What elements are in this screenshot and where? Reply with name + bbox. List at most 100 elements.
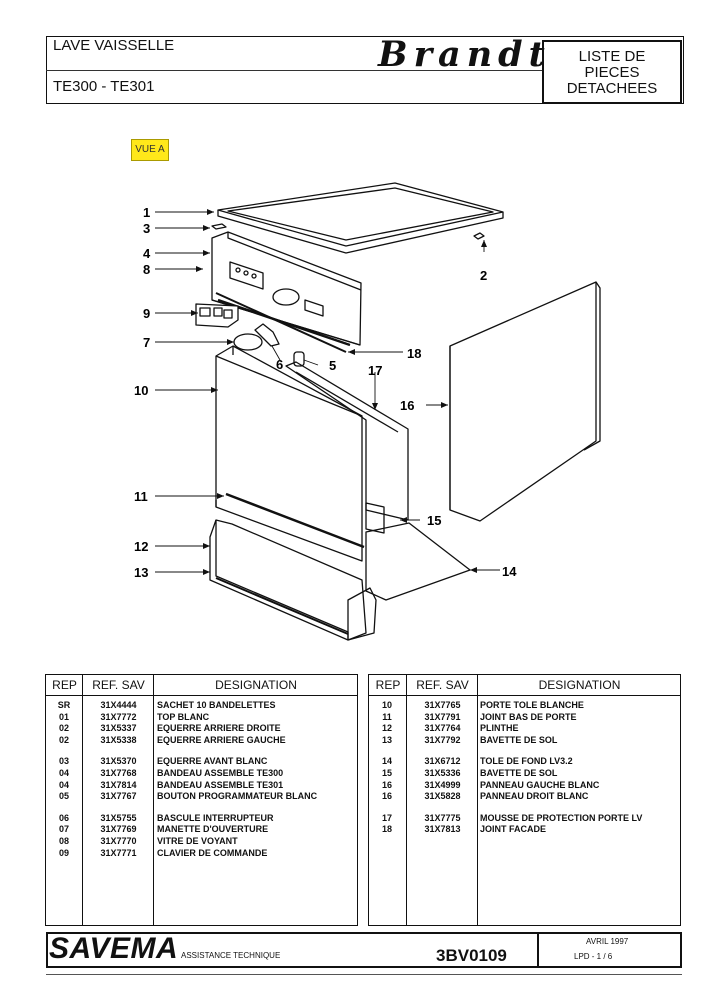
front-bracket bbox=[211, 223, 227, 230]
base-sheet bbox=[365, 522, 471, 601]
part-rep: 04 bbox=[58, 768, 69, 778]
part-ref: 31X5338 bbox=[100, 734, 137, 745]
callout-1: 1 bbox=[143, 205, 150, 220]
part-ref: 31X4999 bbox=[424, 779, 461, 790]
callout-5: 5 bbox=[329, 358, 336, 373]
col-designation: DESIGNATION bbox=[538, 678, 621, 692]
callout-17: 17 bbox=[368, 363, 382, 378]
part-ref: 31X7768 bbox=[100, 768, 137, 778]
part-ref: 31X7792 bbox=[424, 734, 461, 745]
part-designation: EQUERRE ARRIERE GAUCHE bbox=[157, 734, 286, 745]
part-rep: 01 bbox=[58, 711, 69, 722]
plinth bbox=[209, 519, 377, 641]
part-ref: 31X5755 bbox=[100, 812, 137, 823]
doc-type-line: DETACHEES bbox=[566, 80, 658, 97]
part-ref: 31X7767 bbox=[100, 791, 137, 802]
part-rep: 15 bbox=[381, 768, 392, 778]
callout-16: 16 bbox=[400, 398, 414, 413]
part-rep: 10 bbox=[381, 700, 392, 710]
part-designation: TOP BLANC bbox=[157, 711, 210, 722]
document-date: AVRIL 1997 bbox=[586, 937, 629, 946]
part-rep: 16 bbox=[381, 791, 392, 802]
callout-3: 3 bbox=[143, 221, 150, 236]
part-ref: 31X7775 bbox=[424, 812, 461, 823]
part-designation: JOINT FACADE bbox=[480, 824, 547, 835]
callout-9: 9 bbox=[143, 306, 150, 321]
part-designation: PLINTHE bbox=[480, 723, 519, 734]
company-logo: SAVEMA bbox=[49, 932, 179, 965]
callout-4: 4 bbox=[143, 246, 151, 261]
col-rep: REP bbox=[375, 678, 401, 692]
part-designation: BANDEAU ASSEMBLE TE300 bbox=[157, 768, 284, 778]
part-designation: TOLE DE FOND LV3.2 bbox=[480, 756, 573, 767]
top-panel bbox=[217, 182, 504, 254]
part-ref: 31X7764 bbox=[424, 723, 461, 734]
part-rep: 11 bbox=[382, 711, 392, 722]
keypad bbox=[195, 303, 239, 328]
facade-seal bbox=[217, 298, 351, 347]
part-ref: 31X7772 bbox=[100, 711, 137, 722]
footer-info-box bbox=[537, 932, 682, 968]
part-rep: 08 bbox=[58, 836, 69, 846]
part-ref: 31X7813 bbox=[424, 824, 461, 835]
exploded-view-diagram: 1 2 3 4 5 6 7 8 9 10 11 12 13 14 15 16 1… bbox=[134, 182, 601, 641]
callout-12: 12 bbox=[134, 539, 148, 554]
part-designation: BAVETTE DE SOL bbox=[480, 734, 558, 745]
part-ref: 31X5336 bbox=[424, 768, 461, 778]
part-designation: BAVETTE DE SOL bbox=[480, 768, 558, 778]
part-rep: 16 bbox=[381, 779, 392, 790]
part-designation: VITRE DE VOYANT bbox=[157, 836, 238, 846]
part-designation: SACHET 10 BANDELETTES bbox=[157, 700, 276, 710]
page-number: LPD - 1 / 6 bbox=[574, 952, 613, 961]
doc-type-line: PIECES bbox=[584, 64, 640, 81]
program-knob bbox=[293, 351, 305, 367]
part-ref: 31X5828 bbox=[424, 791, 461, 802]
col-ref: REF. SAV bbox=[416, 678, 469, 692]
callout-8: 8 bbox=[143, 262, 150, 277]
part-rep: 07 bbox=[58, 824, 69, 835]
part-ref: 31X6712 bbox=[424, 756, 461, 767]
bottom-rule bbox=[46, 974, 682, 975]
callout-18: 18 bbox=[407, 346, 421, 361]
callout-11: 11 bbox=[134, 489, 148, 504]
col-rep: REP bbox=[52, 678, 77, 692]
part-designation: PORTE TOLE BLANCHE bbox=[480, 700, 584, 710]
part-designation: EQUERRE AVANT BLANC bbox=[157, 756, 268, 767]
view-tag[interactable]: VUE A bbox=[131, 139, 169, 161]
part-rep: 12 bbox=[381, 723, 392, 734]
callout-15: 15 bbox=[427, 513, 441, 528]
footer-frame bbox=[46, 932, 682, 968]
document-code: 3BV0109 bbox=[436, 946, 507, 965]
door-panel bbox=[215, 345, 363, 562]
model-numbers: TE300 - TE301 bbox=[53, 78, 155, 95]
part-rep: 02 bbox=[58, 734, 69, 745]
part-designation: JOINT BAS DE PORTE bbox=[480, 711, 577, 722]
part-ref: 31X7769 bbox=[100, 824, 137, 835]
callout-10: 10 bbox=[134, 383, 148, 398]
part-designation: PANNEAU GAUCHE BLANC bbox=[480, 779, 600, 790]
brand-logo: Brandt bbox=[378, 34, 551, 75]
part-rep: 05 bbox=[58, 791, 69, 802]
part-rep: 13 bbox=[381, 734, 392, 745]
callout-2: 2 bbox=[480, 268, 487, 283]
parts-table-right: REP REF. SAV DESIGNATION 10 31X7765 PORTE … bbox=[368, 674, 681, 926]
part-ref: 31X7791 bbox=[424, 711, 461, 722]
company-subtitle: ASSISTANCE TECHNIQUE bbox=[181, 951, 281, 960]
part-rep: 04 bbox=[58, 779, 69, 790]
part-rep: 06 bbox=[58, 812, 69, 823]
doc-type-box: LISTE DE PIECES DETACHEES bbox=[542, 40, 682, 104]
header-divider bbox=[46, 70, 542, 71]
part-designation: MANETTE D'OUVERTURE bbox=[157, 824, 269, 835]
part-designation: BANDEAU ASSEMBLE TE301 bbox=[157, 779, 284, 790]
callout-6: 6 bbox=[276, 357, 283, 372]
part-ref: 31X7814 bbox=[100, 779, 137, 790]
part-ref: 31X7770 bbox=[100, 836, 137, 846]
part-designation: BASCULE INTERRUPTEUR bbox=[157, 812, 274, 823]
part-ref: 31X7765 bbox=[424, 700, 461, 710]
part-rep: 03 bbox=[58, 756, 69, 767]
floor-flap bbox=[215, 577, 349, 635]
part-ref: 31X4444 bbox=[100, 700, 137, 710]
callout-14: 14 bbox=[502, 564, 517, 579]
part-rep: 17 bbox=[381, 812, 392, 823]
